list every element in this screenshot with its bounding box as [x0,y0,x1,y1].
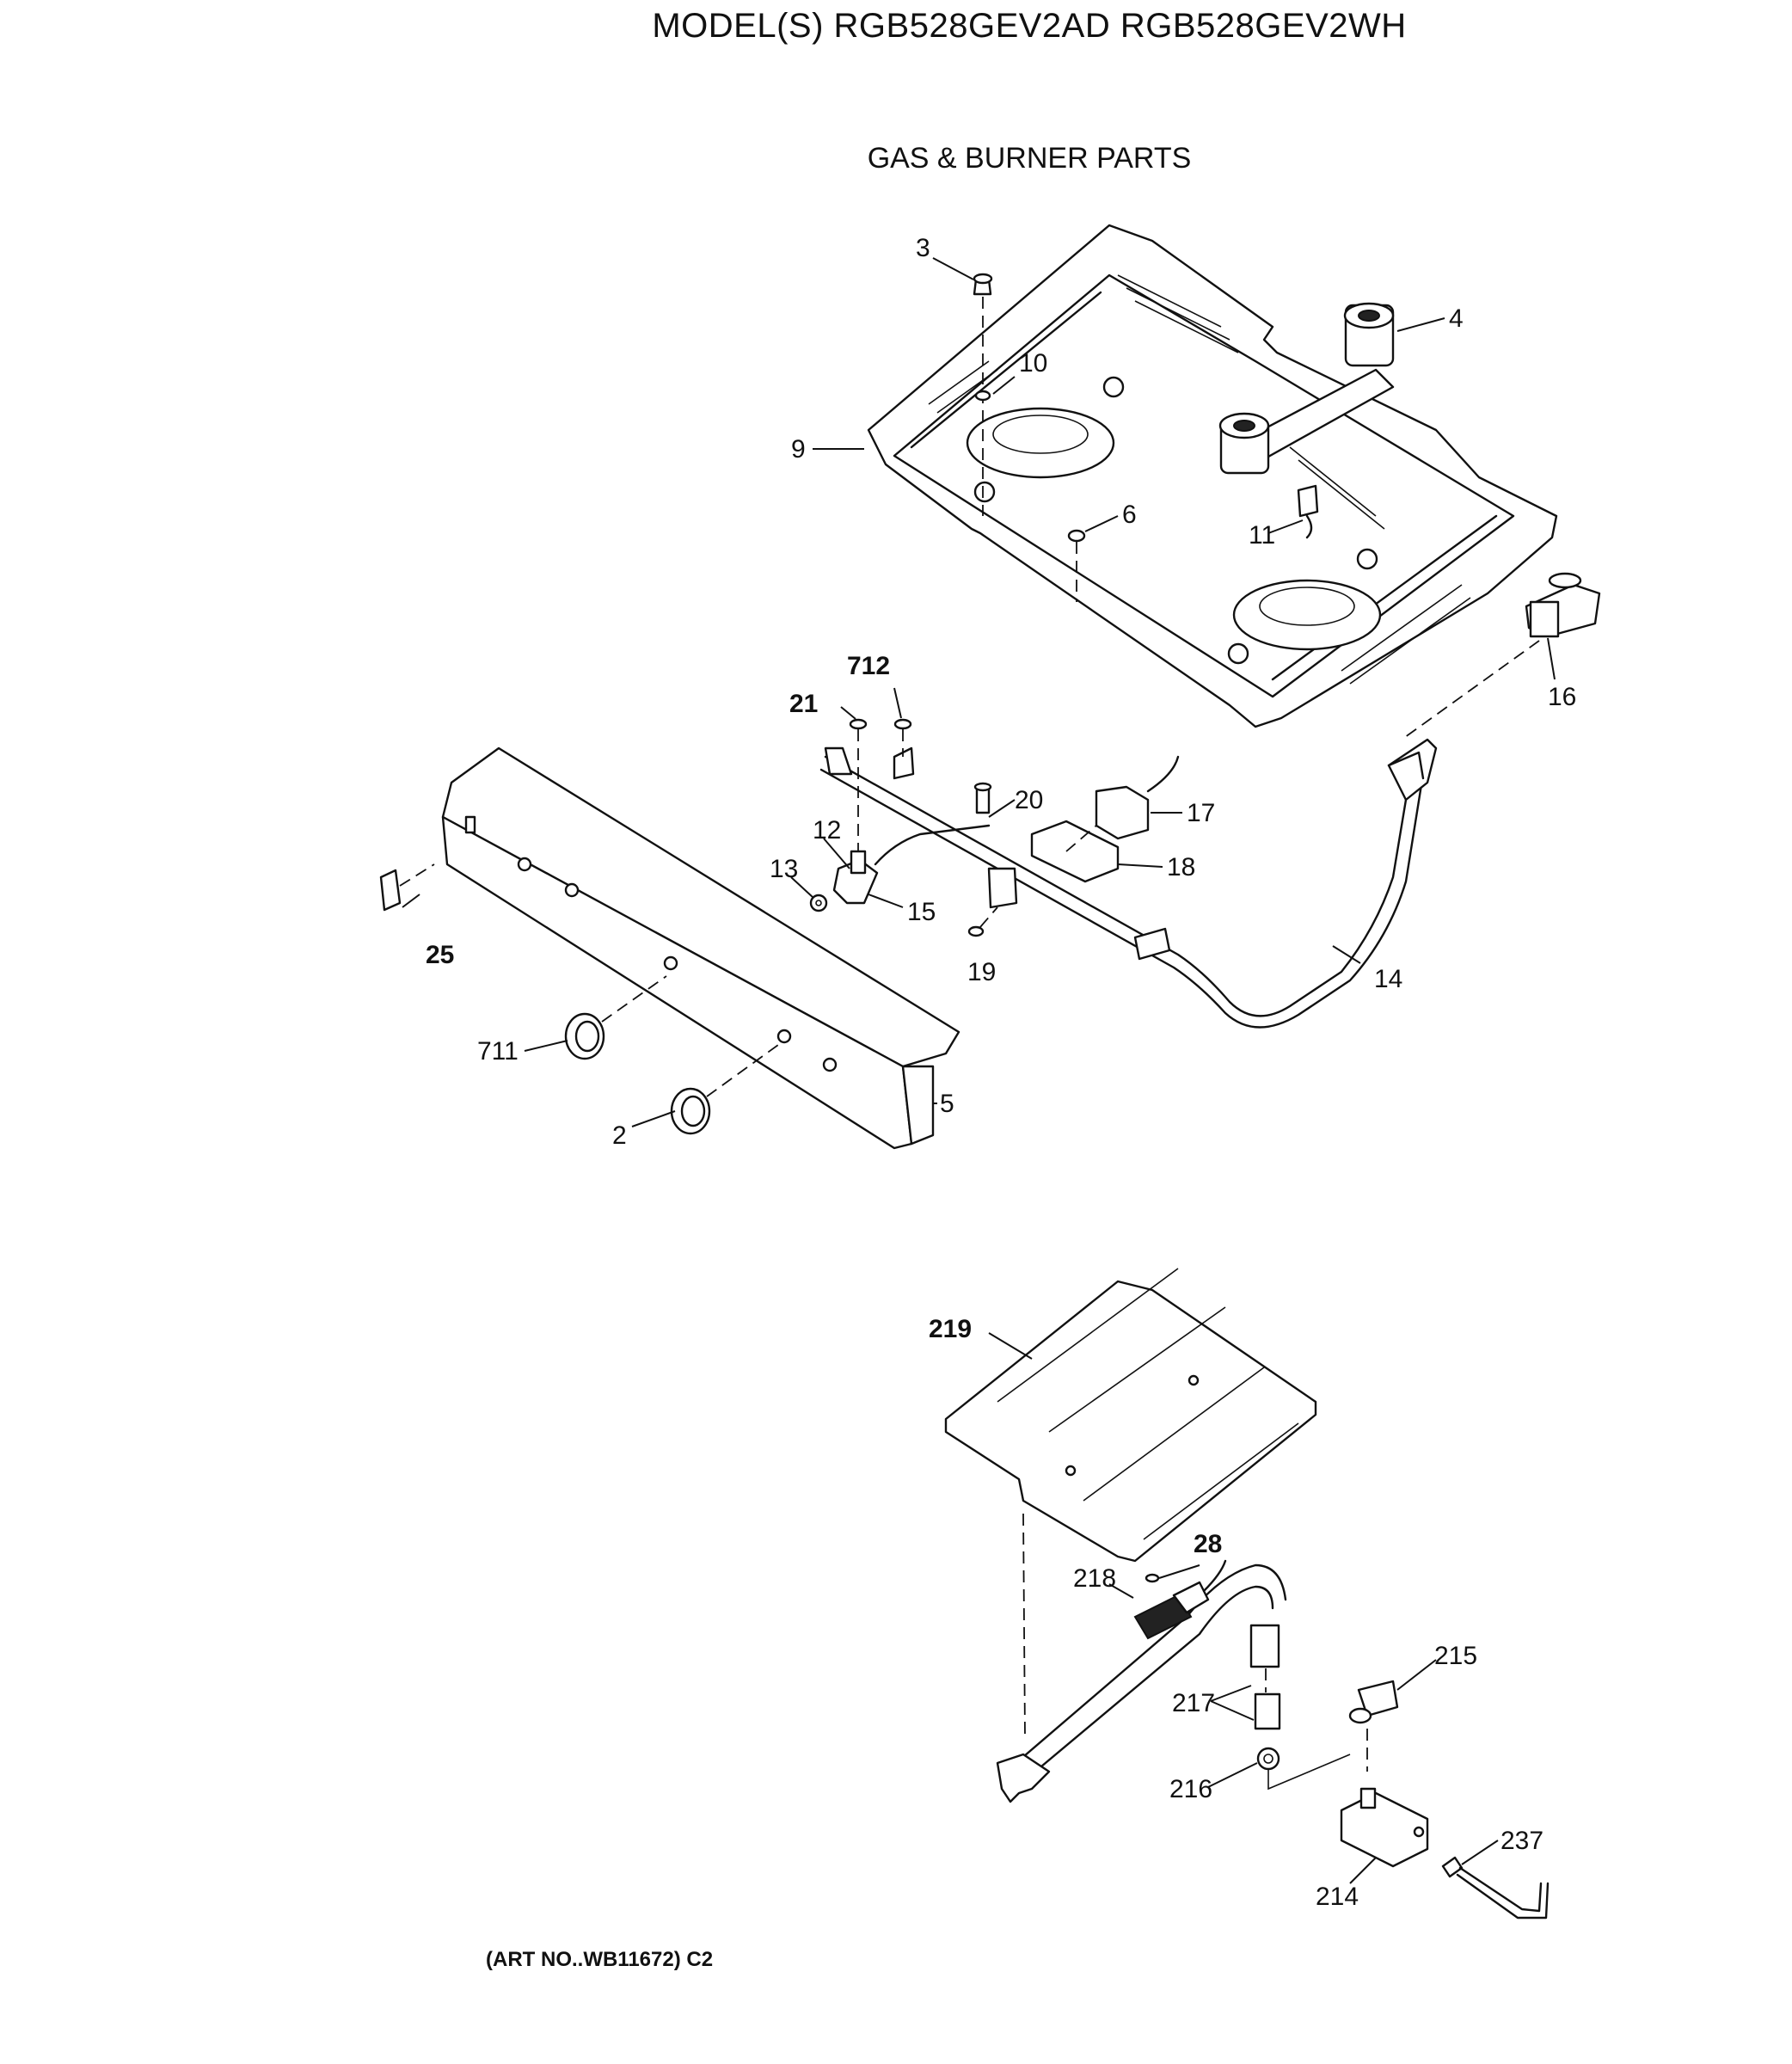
control-panel-part-5 [441,746,960,1150]
callout-217: 217 [1172,1689,1215,1717]
safety-valve-part-214 [1340,1787,1429,1868]
callout-216: 216 [1169,1775,1212,1803]
nut-part-216 [1256,1747,1351,1791]
callout-712: 712 [847,652,890,680]
callout-19: 19 [967,958,996,986]
switch-part-17 [1095,755,1180,840]
model-title: MODEL(S) RGB528GEV2AD RGB528GEV2WH [652,7,1407,45]
screw-part-28 [1145,1573,1160,1583]
manifold-pipe-part-14 [819,738,1438,1029]
screw-part-712 [893,718,912,757]
oven-baffle-part-219 [944,1268,1317,1563]
callout-218: 218 [1073,1564,1116,1593]
callout-237: 237 [1500,1827,1543,1855]
manifold-bracket [824,746,1171,961]
callout-28: 28 [1194,1530,1222,1558]
burner-box [867,224,1558,728]
leader-lines [402,257,1556,1884]
callout-9: 9 [791,435,806,464]
callout-17: 17 [1187,799,1215,827]
callout-214: 214 [1316,1883,1359,1911]
washer-part-13 [809,894,828,912]
bracket-part-215 [1348,1680,1399,1772]
plug-part-3 [973,273,993,516]
regulator-part-16 [1525,572,1601,638]
callout-2: 2 [612,1121,627,1150]
callout-labels: 3 4 10 9 6 11 16 712 21 20 17 12 13 15 1… [426,234,1576,1911]
knob-part-2 [670,1044,779,1135]
callout-18: 18 [1167,853,1195,882]
callout-16: 16 [1548,683,1576,711]
oven-burner-tube [996,1563,1287,1803]
callout-219: 219 [929,1315,972,1343]
callout-3: 3 [916,234,930,262]
screw-part-21 [849,718,868,851]
knob-part-711 [564,975,667,1060]
callout-14: 14 [1374,965,1402,993]
callout-711: 711 [477,1037,519,1066]
callout-15: 15 [907,898,936,926]
callout-215: 215 [1434,1642,1477,1670]
tube-part-237 [1441,1856,1550,1920]
valve-part-15 [832,824,991,905]
callout-5: 5 [940,1090,954,1118]
callout-12: 12 [813,816,841,845]
callout-10: 10 [1019,349,1047,378]
bracket-part-11 [1297,484,1319,539]
clip-part-25 [379,863,435,912]
bracket-part-18 [1030,820,1120,883]
callout-25: 25 [426,941,454,969]
section-title: GAS & BURNER PARTS [867,142,1192,175]
callout-6: 6 [1122,501,1137,529]
callout-4: 4 [1449,304,1464,333]
igniter-part-218 [1133,1559,1227,1640]
callout-11: 11 [1249,521,1275,550]
art-number: (ART NO..WB11672) C2 [486,1948,714,1971]
orifice-part-217 [1249,1624,1281,1730]
screw-part-6 [1067,529,1086,602]
pin-part-20 [973,782,992,814]
callout-21: 21 [789,690,818,718]
surface-burner-igniters [1218,302,1395,475]
callout-13: 13 [770,855,798,883]
screw-part-19 [967,906,998,937]
callout-20: 20 [1015,786,1043,814]
